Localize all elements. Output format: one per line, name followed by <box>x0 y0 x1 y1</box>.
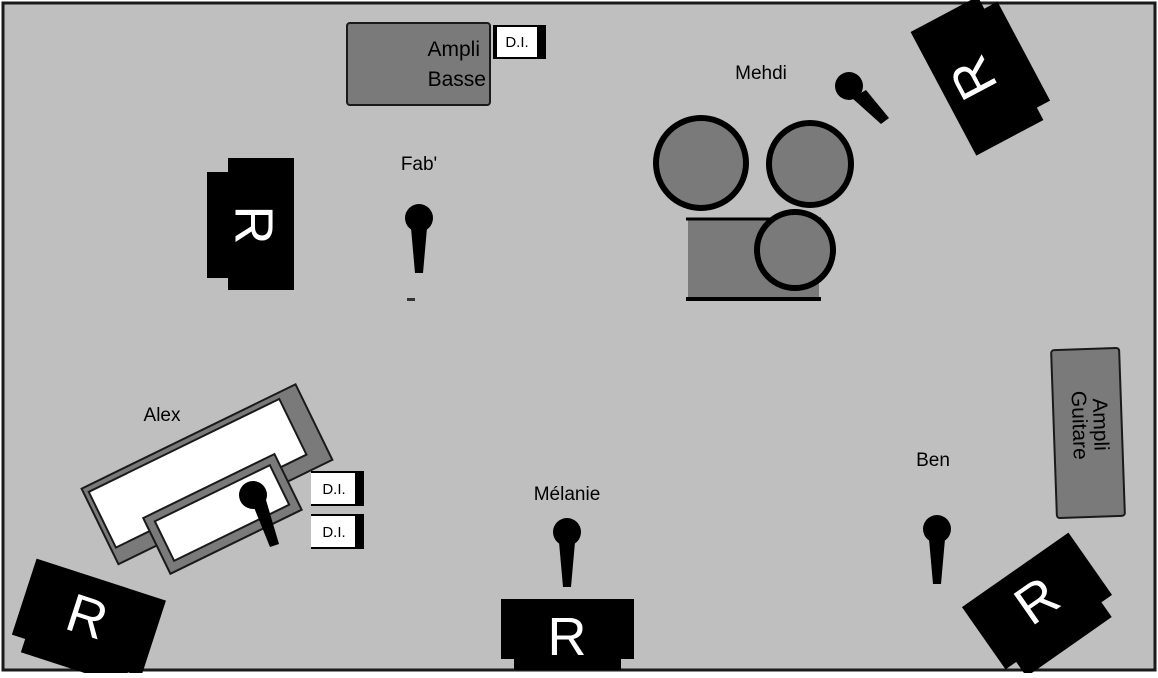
wedge-monitor-mehdi: R <box>910 0 1051 156</box>
musician-label-fab: Fab' <box>401 154 437 175</box>
wedge-monitor-melanie-label: R <box>548 607 587 667</box>
guitar-amp: Ampli Guitare <box>1050 346 1126 520</box>
microphone-icon <box>835 72 889 124</box>
microphone-icon <box>239 481 279 547</box>
musician-label-mehdi: Mehdi <box>735 63 787 84</box>
microphone-icon <box>553 518 581 587</box>
di-box-alex-2: D.I. <box>311 514 364 549</box>
bass-amp: Ampli Basse <box>346 22 491 106</box>
di-box-bass-label: D.I. <box>505 34 528 51</box>
microphone-icon <box>923 515 951 584</box>
drum-icon <box>754 209 836 291</box>
musician-label-ben: Ben <box>916 450 950 471</box>
wedge-monitor-ben: R <box>961 532 1113 677</box>
microphone-icon <box>405 204 433 273</box>
wedge-monitor-melanie: R <box>501 599 634 670</box>
musician-label-melanie: Mélanie <box>534 484 601 505</box>
di-box-bass: D.I. <box>493 25 546 59</box>
drum-kit <box>653 115 854 301</box>
bass-amp-label-line1: Ampli <box>427 38 480 61</box>
musician-label-alex: Alex <box>144 405 181 426</box>
di-box-alex-1-label: D.I. <box>322 481 345 498</box>
wedge-monitor-alex: R <box>11 558 166 678</box>
di-box-alex-1: D.I. <box>311 471 364 506</box>
guitar-amp-label-line2: Guitare <box>1067 390 1092 460</box>
guitar-amp-label-line1: Ampli <box>1088 398 1113 451</box>
wedge-monitor-fab: R <box>207 158 294 290</box>
di-box-alex-2-label: D.I. <box>322 524 345 541</box>
drum-icon <box>653 115 749 211</box>
wedge-monitor-fab-label: R <box>224 206 284 245</box>
bass-amp-label-line2: Basse <box>428 68 486 91</box>
drum-icon <box>766 120 854 208</box>
